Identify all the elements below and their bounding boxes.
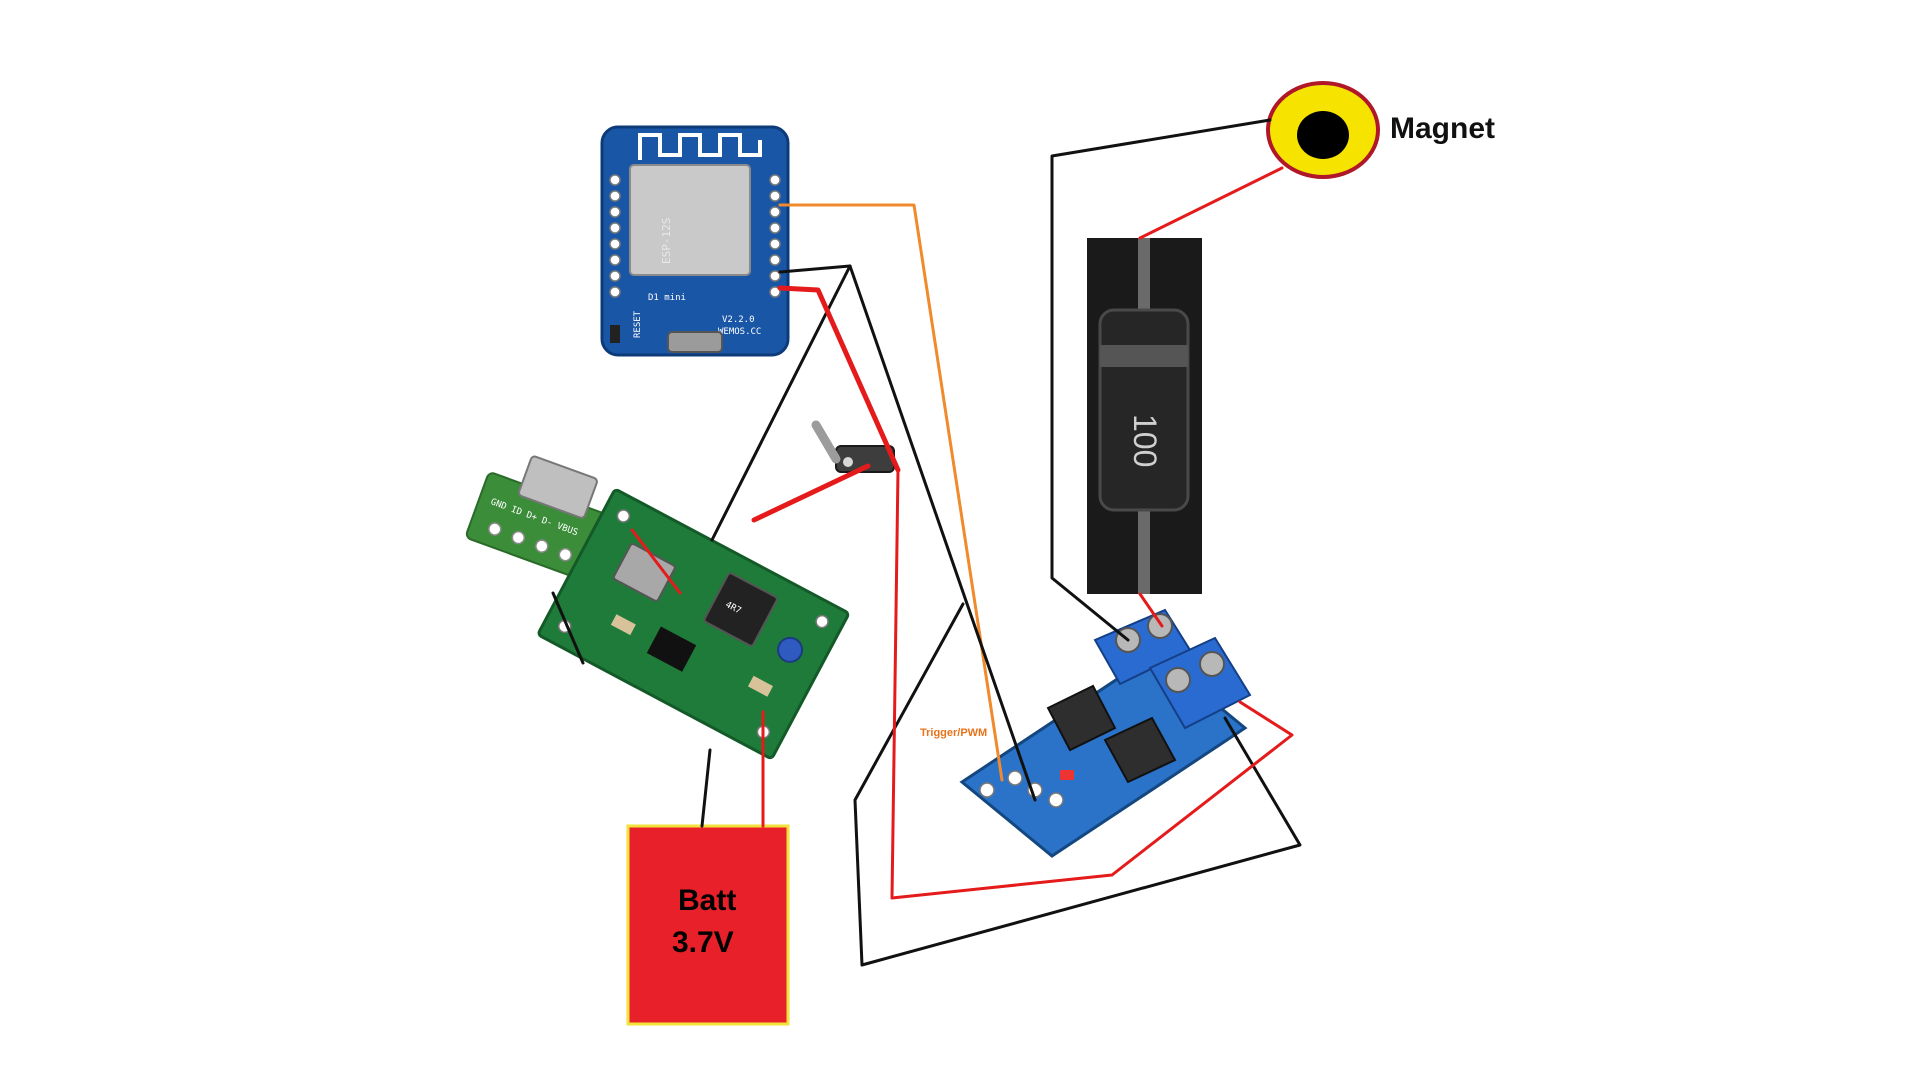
- wemos-usb-port: [667, 331, 723, 353]
- wemos-reset-button: [610, 325, 620, 343]
- diode-marking: 100: [1127, 414, 1163, 467]
- wire-usb-gnd: [551, 591, 585, 665]
- wemos-version-text: V2.2.0: [722, 315, 755, 325]
- wemos-reset-text: RESET: [633, 310, 643, 338]
- wire-usb-vbus: [630, 528, 682, 595]
- wire-diode-to-magnet: [1138, 166, 1284, 240]
- magnet: [1266, 81, 1380, 179]
- charger-ic: [646, 626, 697, 672]
- wire-gnd-wemos-mosfet: [778, 264, 1037, 802]
- wemos-brand-text: WEMOS.CC: [718, 327, 761, 337]
- charger-usb-port: [612, 543, 676, 602]
- wire-vcc-loop: [890, 468, 1294, 900]
- battery: Batt 3.7V: [626, 824, 790, 1026]
- battery-label-line1: Batt: [678, 884, 736, 917]
- mosfet-led: [1060, 770, 1074, 780]
- mosfet-driver-board: [959, 608, 1252, 858]
- charger-inductor: [703, 572, 778, 647]
- mosfet-2: [1103, 716, 1177, 784]
- module-text: ESP-12S: [660, 218, 673, 264]
- charger-board: 4R7: [537, 488, 850, 760]
- wire-diode-to-terminal: [1138, 592, 1164, 628]
- diode: 100: [1087, 238, 1202, 594]
- wemos-d1-mini-board: ESP-12S D1 mini V2.2.0 WEMOS.CC RESET: [600, 125, 790, 357]
- wire-5v-switch: [777, 285, 901, 473]
- mosfet-1: [1046, 684, 1117, 752]
- wemos-model-text: D1 mini: [648, 293, 686, 303]
- trigger-label: Trigger/PWM: [920, 727, 987, 739]
- wemos-left-pins: [609, 174, 621, 298]
- usb-micro-connector: [518, 455, 598, 519]
- wire-switch-to-charger-out: [751, 463, 871, 523]
- wire-batt-negative: [700, 748, 712, 828]
- magnet-label: Magnet: [1390, 112, 1495, 145]
- screw-terminal-load: [1148, 636, 1252, 730]
- battery-label-line2: 3.7V: [672, 926, 734, 959]
- wire-magnet-to-terminal: [1050, 118, 1272, 642]
- wire-trigger-orange: [778, 203, 1004, 782]
- toggle-switch: [811, 420, 895, 473]
- wemos-right-pins: [769, 174, 781, 298]
- wire-gnd-loop: [853, 602, 1302, 967]
